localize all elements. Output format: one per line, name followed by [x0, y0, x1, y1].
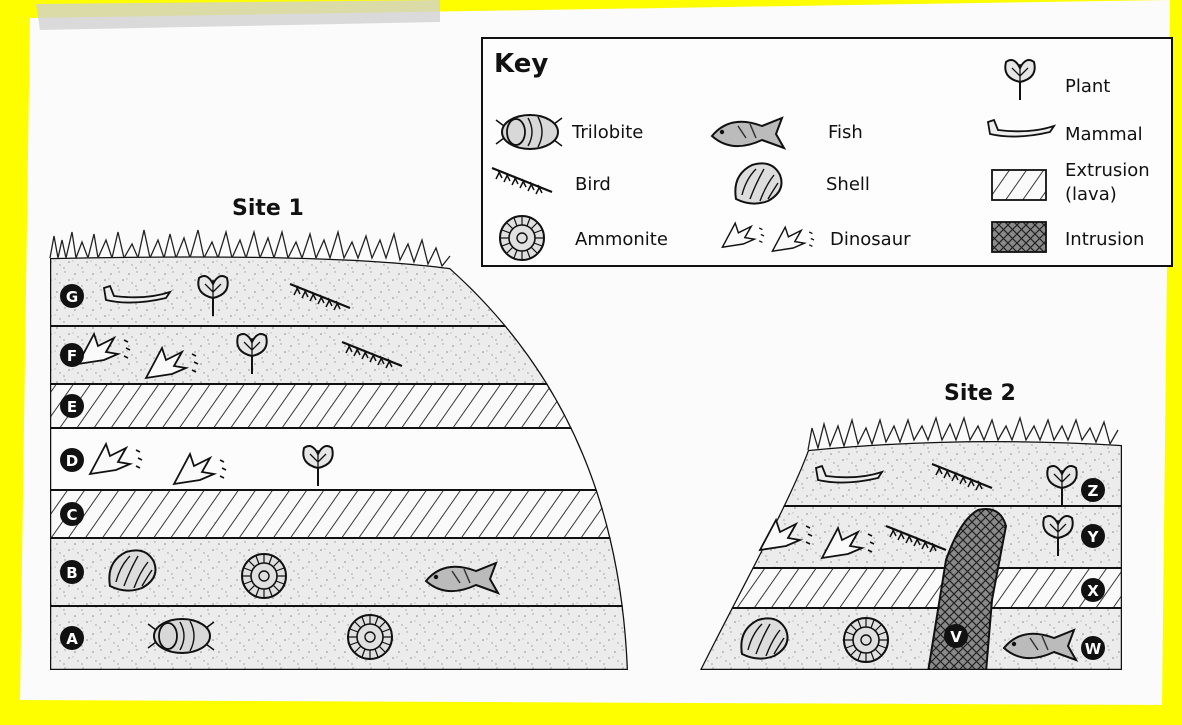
- site2-label-W: W: [1081, 636, 1105, 660]
- svg-text:Y: Y: [1087, 528, 1100, 546]
- site2-label-X: X: [1081, 578, 1105, 602]
- intrusion-swatch: [992, 222, 1046, 252]
- key-label-extrusion: Extrusion: [1065, 160, 1150, 181]
- site1-title: Site 1: [232, 196, 304, 221]
- ammonite-icon: [242, 554, 286, 598]
- site1-label-D: D: [60, 448, 84, 472]
- site1-label-E: E: [60, 394, 84, 418]
- svg-text:A: A: [66, 630, 78, 648]
- key-title: Key: [494, 49, 548, 79]
- svg-text:W: W: [1085, 640, 1102, 658]
- site1-layer-C-extrusion: [40, 490, 640, 538]
- key-box: Key Plant Trilobite Fish Mammal Bird She…: [482, 38, 1172, 266]
- key-label-shell: Shell: [826, 174, 870, 195]
- svg-text:E: E: [67, 398, 77, 416]
- key-label-intrusion: Intrusion: [1065, 229, 1144, 250]
- site1-label-A: A: [60, 626, 84, 650]
- svg-text:F: F: [67, 347, 77, 365]
- site1-label-C: C: [60, 502, 84, 526]
- svg-text:B: B: [66, 564, 77, 582]
- site1-label-F: F: [60, 343, 84, 367]
- key-label-dinosaur: Dinosaur: [830, 229, 911, 250]
- key-label-extrusion-lava: (lava): [1065, 184, 1117, 205]
- site1-label-B: B: [60, 560, 84, 584]
- svg-text:X: X: [1087, 582, 1099, 600]
- extrusion-swatch: [992, 170, 1046, 200]
- key-label-plant: Plant: [1065, 76, 1110, 97]
- ammonite-icon: [844, 618, 888, 662]
- key-label-ammonite: Ammonite: [575, 229, 668, 250]
- svg-text:Z: Z: [1088, 482, 1099, 500]
- svg-text:G: G: [66, 288, 78, 306]
- site2-label-V: V: [944, 624, 968, 648]
- key-label-fish: Fish: [828, 122, 863, 143]
- site1-layer-E-extrusion: [40, 384, 640, 428]
- ammonite-icon: [500, 216, 544, 260]
- svg-text:C: C: [66, 506, 77, 524]
- site2-label-Z: Z: [1081, 478, 1105, 502]
- svg-text:D: D: [66, 452, 78, 470]
- key-label-bird: Bird: [575, 174, 611, 195]
- key-label-trilobite: Trilobite: [571, 122, 643, 143]
- site2-title: Site 2: [944, 381, 1016, 406]
- site2-label-Y: Y: [1081, 524, 1105, 548]
- site2-layer-X-extrusion: [690, 568, 1130, 608]
- site1-layer-D: [40, 428, 640, 490]
- site1-label-G: G: [60, 284, 84, 308]
- key-label-mammal: Mammal: [1065, 124, 1143, 145]
- ammonite-icon: [348, 615, 392, 659]
- svg-text:V: V: [950, 628, 962, 646]
